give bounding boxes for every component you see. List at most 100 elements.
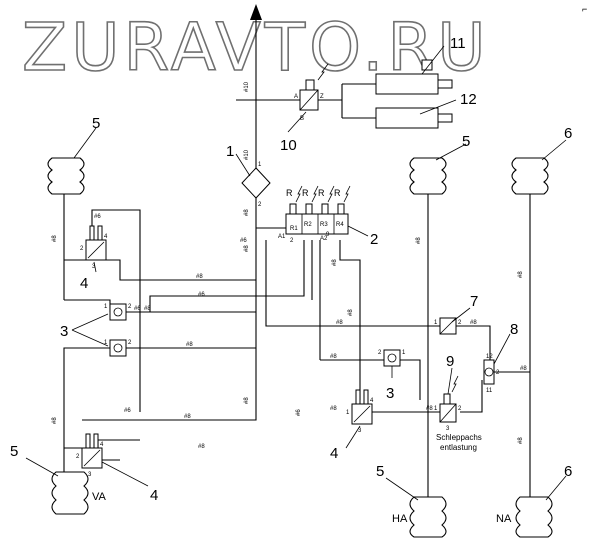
svg-text:#8: #8 bbox=[244, 245, 250, 252]
svg-text:#8: #8 bbox=[196, 274, 203, 280]
svg-text:A: A bbox=[294, 94, 298, 100]
solenoid-valve-10: A B Z bbox=[294, 63, 329, 122]
svg-text:R3: R3 bbox=[320, 222, 328, 228]
svg-text:1: 1 bbox=[104, 304, 108, 310]
supply-arrow bbox=[250, 4, 262, 20]
air-bellow-5-rear-top bbox=[409, 157, 447, 195]
svg-text:R2: R2 bbox=[304, 222, 312, 228]
levelling-valve-3-upper: 1 2 bbox=[104, 303, 132, 321]
pipe-network bbox=[63, 18, 531, 497]
relay-valve-4-lower-left: 2 3 4 bbox=[76, 433, 104, 478]
callout-5-top-right: 5 bbox=[462, 133, 470, 150]
svg-text:2: 2 bbox=[128, 304, 132, 310]
callout-3-left: 3 bbox=[60, 323, 68, 340]
callout-5-top-left: 5 bbox=[92, 115, 100, 132]
callout-1: 1 bbox=[226, 143, 234, 160]
callout-4-upper-left: 4 bbox=[80, 275, 88, 292]
svg-text:2: 2 bbox=[128, 340, 132, 346]
svg-text:Z: Z bbox=[320, 94, 324, 100]
relay-valve-4-lower-middle: 1 3 4 bbox=[346, 389, 374, 434]
svg-text:#8: #8 bbox=[416, 237, 422, 244]
svg-text:#6: #6 bbox=[296, 409, 302, 416]
svg-text:#8: #8 bbox=[518, 271, 524, 278]
callout-8: 8 bbox=[510, 321, 518, 338]
solenoid-valve-9: 1 2 3 bbox=[434, 375, 462, 432]
svg-text:1: 1 bbox=[104, 340, 108, 346]
svg-text:#8: #8 bbox=[348, 309, 354, 316]
svg-text:3: 3 bbox=[92, 264, 96, 270]
svg-text:#6: #6 bbox=[198, 292, 205, 298]
svg-text:2: 2 bbox=[80, 246, 84, 252]
svg-text:1: 1 bbox=[346, 410, 350, 416]
svg-text:2: 2 bbox=[378, 350, 382, 356]
svg-text:1: 1 bbox=[434, 406, 438, 412]
svg-text:2: 2 bbox=[458, 406, 462, 412]
callout-12: 12 bbox=[460, 91, 477, 108]
svg-text:#8: #8 bbox=[186, 342, 193, 348]
svg-text:#8: #8 bbox=[52, 417, 58, 424]
svg-text:R: R bbox=[302, 188, 309, 198]
svg-text:11: 11 bbox=[486, 388, 493, 394]
svg-text:12: 12 bbox=[486, 354, 493, 360]
svg-text:2: 2 bbox=[496, 370, 500, 376]
pipe-diameter-labels: #10 #10 #8 #6 #8 #6 #8 #8 #6 #8 #8 #8 #6… bbox=[52, 81, 527, 450]
cylinder-11 bbox=[375, 59, 453, 95]
svg-text:3: 3 bbox=[446, 426, 450, 432]
svg-text:A1: A1 bbox=[278, 234, 286, 240]
callout-5-bottom-left: 5 bbox=[10, 443, 18, 460]
callout-3-right: 3 bbox=[386, 385, 394, 402]
callout-7: 7 bbox=[470, 293, 478, 310]
svg-text:2: 2 bbox=[258, 202, 262, 208]
callout-11: 11 bbox=[450, 35, 466, 52]
svg-text:R1: R1 bbox=[290, 226, 298, 232]
note-line-2: entlastung bbox=[440, 443, 477, 452]
svg-text:R: R bbox=[318, 188, 325, 198]
callout-2: 2 bbox=[370, 231, 378, 248]
callout-9: 9 bbox=[446, 353, 454, 370]
svg-text:4: 4 bbox=[370, 398, 374, 404]
svg-text:#8: #8 bbox=[330, 354, 337, 360]
svg-text:3: 3 bbox=[358, 428, 362, 434]
svg-text:#8: #8 bbox=[244, 397, 250, 404]
svg-text:3: 3 bbox=[88, 472, 92, 478]
leader-lines bbox=[25, 45, 567, 501]
corner-mark: ⌐ bbox=[582, 4, 587, 14]
solenoid-valve-block-2: R R R R R1 R2 R3 R4 A1 A2 2 9 bbox=[278, 185, 351, 244]
svg-text:2: 2 bbox=[458, 320, 462, 326]
svg-text:#8: #8 bbox=[184, 414, 191, 420]
callout-5-bottom-middle: 5 bbox=[376, 463, 384, 480]
double-check-valve-8: 12 2 11 bbox=[483, 354, 500, 394]
levelling-valve-3-lower: 1 2 bbox=[104, 339, 132, 357]
svg-text:#8: #8 bbox=[52, 235, 58, 242]
levelling-valve-3-rear: 2 1 bbox=[378, 349, 406, 367]
svg-text:#8: #8 bbox=[426, 406, 433, 412]
svg-text:1: 1 bbox=[402, 350, 406, 356]
note-line-1: Schleppachs bbox=[436, 433, 482, 442]
svg-text:#8: #8 bbox=[330, 406, 337, 412]
svg-text:#8: #8 bbox=[470, 320, 477, 326]
callout-4-lower-middle: 4 bbox=[330, 445, 338, 462]
watermark: ZURAVTO.RU bbox=[22, 9, 490, 86]
svg-text:#6: #6 bbox=[240, 238, 247, 244]
svg-text:#8: #8 bbox=[144, 306, 151, 312]
svg-text:#8: #8 bbox=[518, 437, 524, 444]
air-bellow-5-front-left-top bbox=[47, 157, 85, 195]
air-bellow-6-tag-top bbox=[511, 157, 549, 195]
svg-text:R: R bbox=[334, 188, 341, 198]
callout-numbers: 1 2 3 3 4 4 4 5 5 5 5 6 6 7 8 9 10 11 12 bbox=[10, 35, 572, 504]
axle-label-ha: HA bbox=[392, 513, 408, 525]
svg-text:2: 2 bbox=[76, 454, 80, 460]
axle-label-na: NA bbox=[496, 513, 512, 525]
svg-text:B: B bbox=[300, 116, 304, 122]
callout-6-bottom: 6 bbox=[564, 463, 572, 480]
cylinder-12 bbox=[375, 107, 453, 129]
svg-text:#10: #10 bbox=[244, 149, 250, 160]
svg-text:#6: #6 bbox=[124, 408, 131, 414]
svg-text:A2: A2 bbox=[320, 236, 328, 242]
svg-text:#8: #8 bbox=[336, 320, 343, 326]
callout-6-top: 6 bbox=[564, 125, 572, 142]
svg-text:#8: #8 bbox=[332, 259, 338, 266]
air-bellow-5-rear-bottom bbox=[409, 496, 447, 538]
svg-text:R4: R4 bbox=[336, 222, 344, 228]
